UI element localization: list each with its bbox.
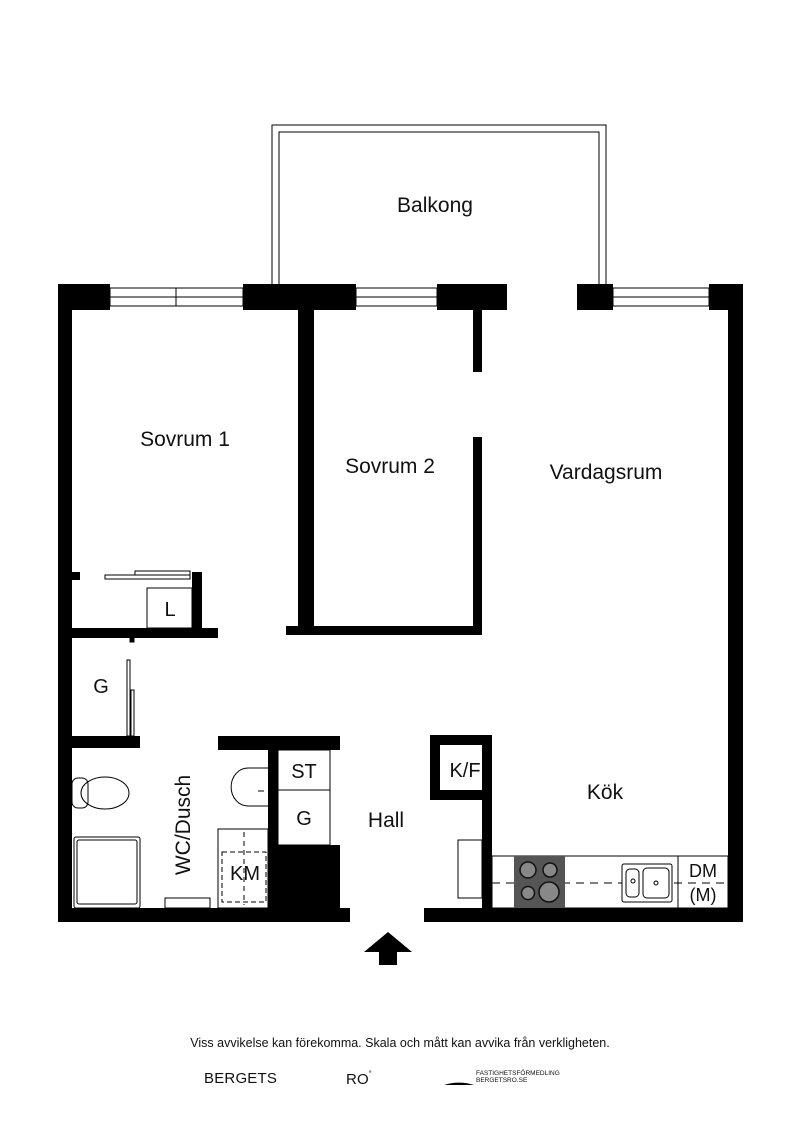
walls [58, 284, 743, 922]
toilet-icon [71, 776, 130, 810]
bath-mat [164, 897, 211, 909]
shower-icon [73, 836, 141, 909]
label-dishwasher: DM [689, 861, 717, 881]
room-label-kitchen: Kök [587, 781, 624, 804]
room-label-balcony: Balkong [397, 194, 473, 217]
brand-right: RO [346, 1071, 369, 1088]
room-label-bathroom: WC/Dusch [172, 775, 195, 875]
agency-logo-icon [444, 1082, 474, 1085]
windows [109, 287, 710, 307]
room-label-bedroom2: Sovrum 2 [345, 455, 435, 478]
wardrobe-l [146, 587, 193, 629]
agency-text: FASTIGHETSFÖRMEDLING BERGETSRO.SE [476, 1070, 560, 1084]
room-label-hall: Hall [368, 809, 404, 832]
entrance-arrow-icon [364, 932, 412, 965]
label-dishwasher-sub: (M) [690, 885, 717, 905]
disclaimer-text: Viss avvikelse kan förekomma. Skala och … [190, 1036, 610, 1050]
hall-shelf [457, 839, 483, 899]
kitchen-sink-icon [621, 863, 673, 903]
brand-right-group: RO˚ [346, 1070, 372, 1088]
balcony [271, 124, 607, 284]
wardrobe-sliding-doors [104, 570, 191, 580]
label-laundry: KM [230, 863, 260, 885]
room-label-living: Vardagsrum [550, 461, 663, 484]
brand-left: BERGETS [204, 1070, 278, 1087]
room-label-bedroom1: Sovrum 1 [140, 428, 230, 451]
stove-icon [514, 856, 565, 908]
kitchen-counter [491, 855, 729, 909]
agency-line2: BERGETSRO.SE [476, 1077, 528, 1084]
label-storage-st: ST [291, 761, 317, 783]
washing-machine [217, 828, 269, 909]
label-closet-g2: G [296, 808, 312, 830]
brand-mark: ˚ [368, 1070, 373, 1080]
agency-line1: FASTIGHETSFÖRMEDLING [476, 1070, 560, 1077]
sink-icon [230, 767, 268, 807]
closet-g2 [277, 789, 331, 846]
label-wardrobe: L [164, 599, 175, 621]
label-fridge: K/F [449, 760, 480, 782]
closet-sliding-door [126, 659, 135, 737]
label-closet-g1: G [93, 676, 109, 698]
